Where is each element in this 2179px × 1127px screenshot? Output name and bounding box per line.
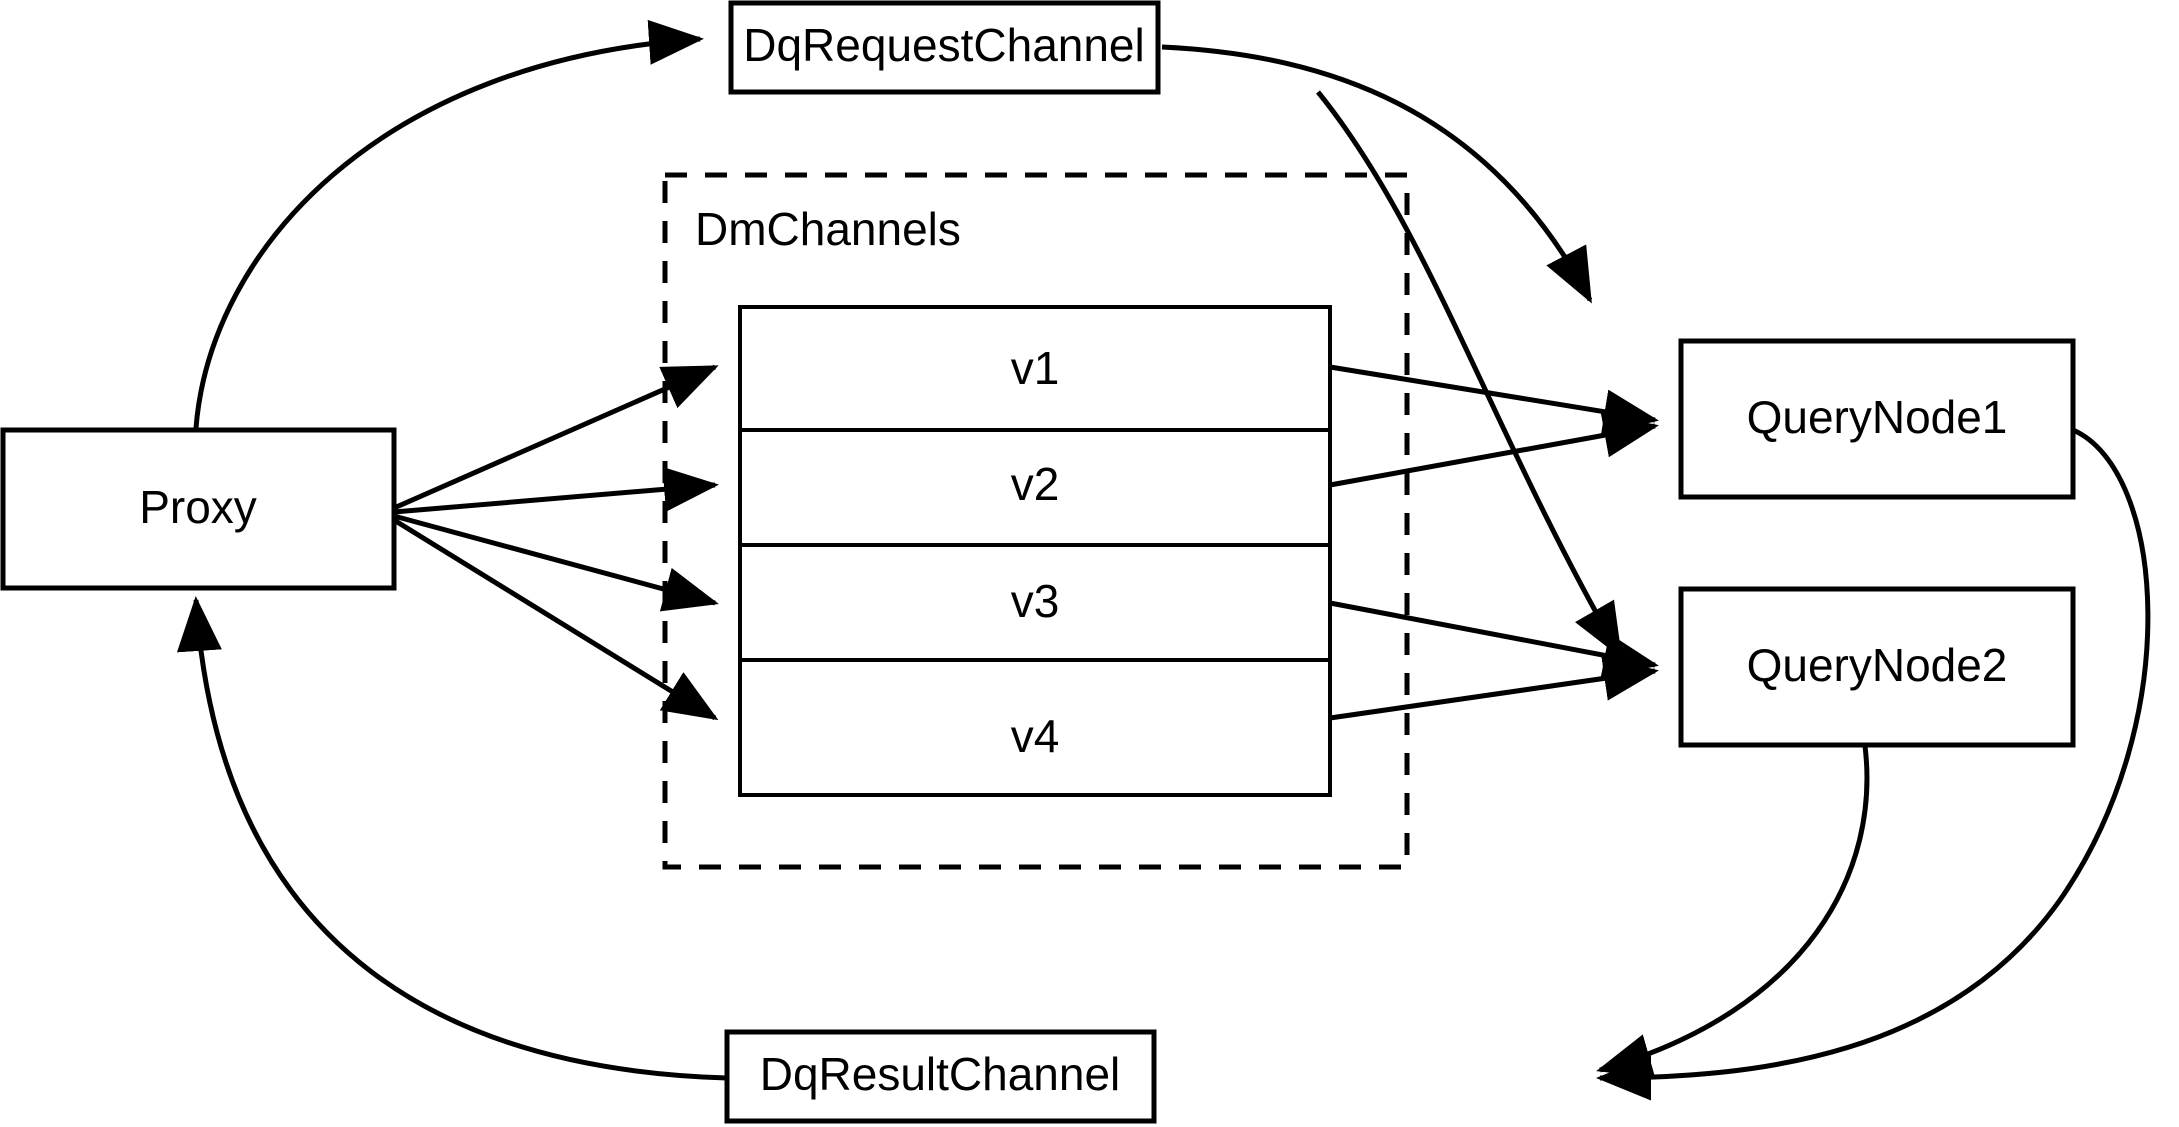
edge-proxy-to-v3	[393, 513, 719, 612]
dmchannels-group-box	[662, 172, 1410, 870]
edge-querynode1-to-dqresultchannel	[1595, 427, 2151, 1101]
shard-row-v2[interactable]: v2	[1011, 458, 1060, 510]
node-proxy-label: Proxy	[139, 481, 257, 533]
shard-table	[738, 305, 1332, 797]
edge-v4-to-querynode2	[1329, 656, 1659, 721]
node-querynode1-label: QueryNode1	[1747, 391, 2008, 443]
edge-querynode2-to-dqresultchannel	[1596, 745, 1870, 1078]
edge-proxy-to-v1	[392, 364, 719, 511]
node-proxy-box[interactable]	[0, 427, 397, 591]
edge-dqrequestchannel-to-querynode2	[1316, 90, 1623, 659]
edge-dqrequestchannel-to-querynode1	[1161, 44, 1593, 304]
node-dqresultchannel-box[interactable]	[724, 1029, 1157, 1124]
dmchannels-group-label: DmChannels	[695, 203, 961, 255]
edge-v3-to-querynode2	[1329, 600, 1659, 678]
edge-proxy-to-v4	[392, 517, 719, 721]
node-querynode1-box[interactable]	[1678, 338, 2076, 500]
shard-row-v4[interactable]: v4	[1011, 710, 1060, 762]
node-dqrequestchannel-box[interactable]	[728, 0, 1161, 95]
edge-proxy-to-v2	[393, 466, 719, 515]
edge-v1-to-querynode1	[1329, 364, 1659, 434]
node-dqrequestchannel-label: DqRequestChannel	[743, 19, 1145, 71]
edge-v2-to-querynode1	[1329, 412, 1659, 488]
node-dqresultchannel-label: DqResultChannel	[760, 1048, 1121, 1100]
shard-row-v3[interactable]: v3	[1011, 575, 1060, 627]
edge-proxy-to-dqrequestchannel	[193, 19, 704, 429]
node-querynode2-label: QueryNode2	[1747, 639, 2008, 691]
node-querynode2-box[interactable]	[1678, 586, 2076, 748]
shard-row-v1[interactable]: v1	[1011, 342, 1060, 394]
edge-dqresultchannel-to-proxy	[176, 596, 728, 1081]
